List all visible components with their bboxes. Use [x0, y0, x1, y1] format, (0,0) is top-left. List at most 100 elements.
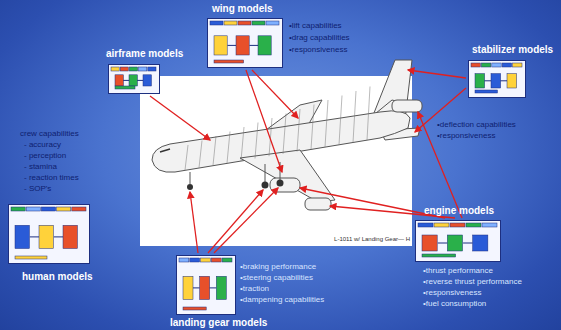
header-bar — [210, 21, 223, 25]
block — [236, 36, 249, 55]
leader-arrow — [252, 70, 298, 118]
model-box: airframe models — [108, 64, 160, 94]
header-bar — [418, 223, 433, 227]
model-box: wing models•lift capabilities•drag capab… — [207, 18, 283, 68]
capability-item: •thrust performance — [423, 266, 493, 275]
capability-item: •responsiveness — [437, 131, 495, 140]
block-diagram-icon — [109, 65, 159, 93]
block-diagram-icon — [208, 19, 282, 67]
leader-arrow — [208, 190, 263, 253]
model-heading: human models — [22, 271, 93, 283]
block — [39, 225, 53, 248]
header-bar — [238, 21, 251, 25]
header-bar — [492, 63, 501, 67]
model-heading: stabilizer models — [472, 44, 553, 56]
model-box: human modelscrew capabilities- accuracy-… — [8, 204, 90, 264]
header-bar — [11, 207, 25, 211]
capability-item: •responsiveness — [289, 45, 347, 54]
header-bar — [266, 21, 279, 25]
illustration-ground — [140, 76, 412, 246]
model-heading: engine models — [424, 205, 494, 217]
block — [143, 75, 151, 86]
block-wire — [30, 236, 39, 237]
block-wire — [249, 45, 258, 46]
model-box: stabilizer models•deflection capabilitie… — [468, 60, 526, 98]
block — [63, 225, 77, 248]
block — [216, 276, 226, 299]
capability-item: - reaction times — [24, 173, 79, 182]
block-wire — [500, 80, 507, 81]
block-wire — [463, 243, 473, 244]
block — [258, 36, 271, 55]
panel-line — [255, 123, 258, 159]
capability-item: - accuracy — [24, 140, 61, 149]
cockpit-window — [160, 149, 170, 152]
header-bar — [211, 258, 221, 262]
block — [214, 36, 227, 55]
block — [15, 225, 29, 248]
capability-item: •deflection capabilities — [437, 120, 516, 129]
block — [475, 74, 485, 88]
block-wire — [123, 80, 129, 81]
block — [473, 235, 488, 251]
capability-item: crew capabilities — [20, 129, 79, 138]
main-wheel — [262, 182, 269, 189]
footer-bar — [422, 254, 456, 257]
capability-item: •steering capabilities — [240, 273, 313, 282]
block-wire — [137, 80, 143, 81]
leader-arrow — [150, 96, 210, 140]
panel-line — [325, 100, 328, 147]
footer-bar — [183, 307, 206, 310]
block — [447, 235, 462, 251]
header-bar — [513, 63, 522, 67]
block-diagram-icon — [469, 61, 525, 97]
header-bar — [482, 223, 497, 227]
block — [200, 276, 210, 299]
capability-item: - perception — [24, 151, 66, 160]
block-wire — [227, 45, 236, 46]
aircraft-drawing — [152, 60, 422, 210]
model-heading: landing gear models — [170, 317, 267, 329]
capability-item: •traction — [240, 284, 269, 293]
block-wire — [193, 287, 200, 288]
header-bar — [26, 207, 40, 211]
header-bar — [148, 67, 156, 71]
panel-line — [283, 114, 286, 154]
block-diagram-icon — [177, 256, 235, 314]
panel-line — [297, 109, 300, 152]
block-wire — [209, 287, 216, 288]
capability-item: •drag capabilities — [289, 33, 350, 42]
leader-arrow — [246, 70, 282, 172]
panel-line — [353, 91, 356, 142]
panel-line — [227, 132, 230, 164]
header-bar — [41, 207, 55, 211]
capability-item: - stamina — [24, 162, 57, 171]
capability-item: •dampening capabilities — [240, 295, 324, 304]
block — [422, 235, 437, 251]
panel-line — [185, 145, 188, 170]
leader-arrow — [214, 188, 278, 253]
capability-item: •fuel consumption — [423, 299, 486, 308]
header-bar — [502, 63, 511, 67]
block — [115, 75, 123, 86]
header-bar — [434, 223, 449, 227]
block-diagram-icon — [416, 221, 500, 261]
capability-item: •responsiveness — [423, 288, 481, 297]
block — [129, 75, 137, 86]
block-wire — [438, 243, 448, 244]
leader-arrow — [190, 192, 198, 253]
model-box: landing gear models•braking performance•… — [176, 255, 236, 315]
leader-arrow — [300, 188, 445, 218]
capability-item: - SOP's — [24, 184, 51, 193]
block-wire — [484, 80, 491, 81]
model-heading: airframe models — [106, 48, 183, 60]
block — [491, 74, 501, 88]
capability-item: •braking performance — [240, 262, 316, 271]
header-bar — [471, 63, 480, 67]
header-bar — [222, 258, 232, 262]
header-bar — [190, 258, 200, 262]
header-bar — [450, 223, 465, 227]
footer-bar — [115, 86, 135, 89]
header-bar — [179, 258, 189, 262]
header-bar — [481, 63, 490, 67]
